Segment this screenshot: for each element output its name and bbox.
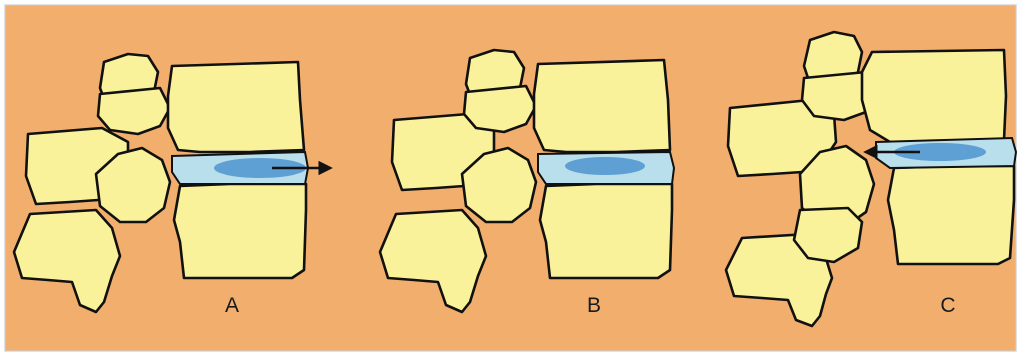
panel-label-b: B (587, 294, 601, 317)
upper-vertebral-body (862, 50, 1006, 142)
lamina-upper (98, 88, 170, 134)
lamina-upper (464, 86, 536, 132)
lower-vertebral-body (540, 184, 672, 278)
upper-vertebral-body (168, 62, 304, 152)
disc-nucleus (565, 157, 645, 175)
lower-vertebral-body (888, 166, 1014, 264)
lower-vertebral-body (174, 184, 306, 278)
panel-label-c: C (940, 294, 955, 317)
upper-vertebral-body (534, 60, 670, 152)
panel-label-a: A (225, 294, 239, 317)
